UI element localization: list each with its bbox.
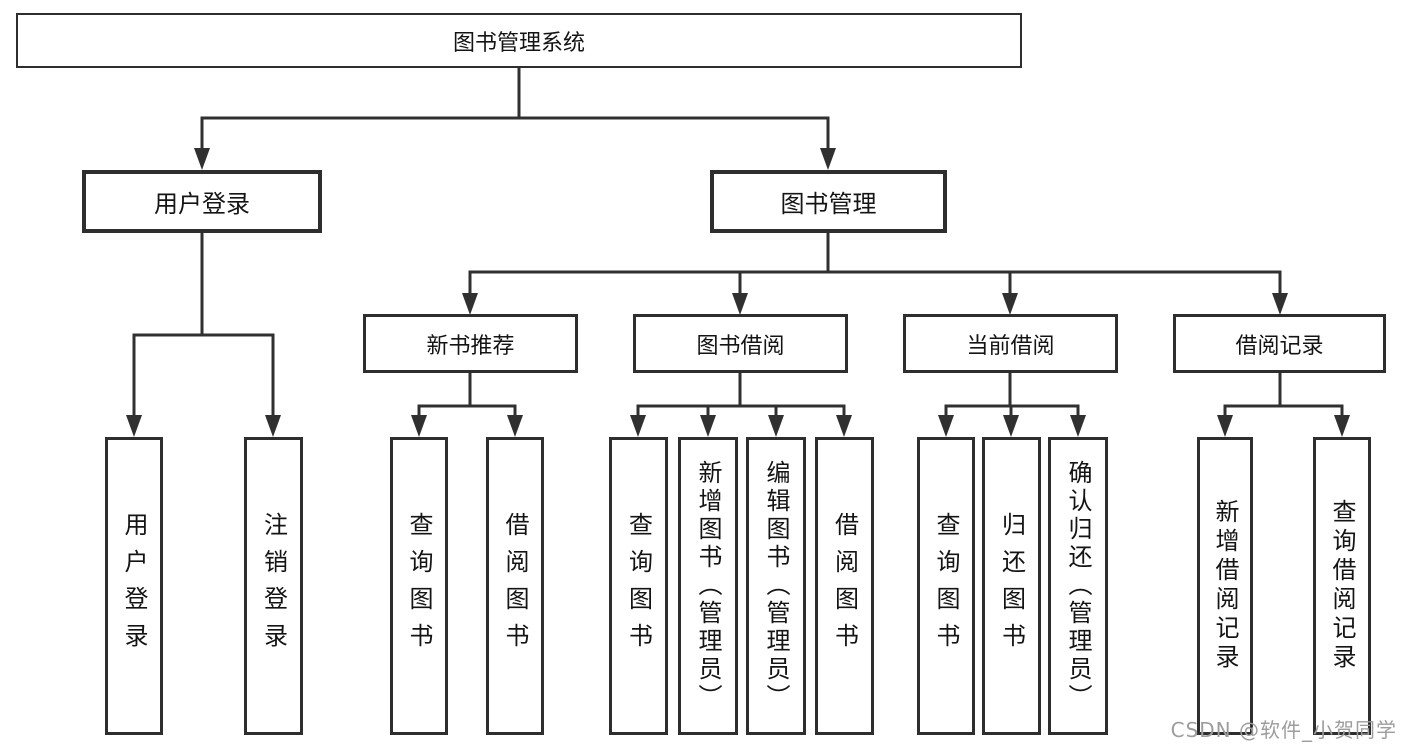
node-book-management: 图书管理 xyxy=(710,170,947,233)
leaf-edit-book-admin: 编辑图书（管理员） xyxy=(746,437,806,735)
leaf-user-login: 用户登录 xyxy=(105,437,163,735)
node-user-login: 用户登录 xyxy=(82,170,322,233)
leaf-add-borrowing-record: 新增借阅记录 xyxy=(1197,437,1253,735)
leaf-borrow-books: 借阅图书 xyxy=(815,437,874,735)
leaf-query-books-current: 查询图书 xyxy=(917,437,975,735)
connector-segments xyxy=(132,68,1344,418)
node-new-book-recommendation: 新书推荐 xyxy=(363,314,578,373)
node-book-borrowing: 图书借阅 xyxy=(633,314,848,373)
leaf-borrow-books-recommend: 借阅图书 xyxy=(486,437,544,735)
connector-arrows xyxy=(126,148,1350,437)
leaf-query-borrowing-record: 查询借阅记录 xyxy=(1313,437,1371,735)
leaf-query-books-recommend: 查询图书 xyxy=(390,437,448,735)
leaf-confirm-return-admin: 确认归还（管理员） xyxy=(1048,437,1108,735)
node-library-management-system: 图书管理系统 xyxy=(16,13,1022,68)
csdn-watermark: CSDN @软件_小贺同学 xyxy=(1170,718,1397,742)
leaf-add-book-admin: 新增图书（管理员） xyxy=(678,437,738,735)
node-borrowing-records: 借阅记录 xyxy=(1173,314,1386,373)
leaf-logout: 注销登录 xyxy=(244,437,303,735)
leaf-return-books: 归还图书 xyxy=(982,437,1041,735)
leaf-query-books-borrow: 查询图书 xyxy=(609,437,668,735)
node-current-borrowing: 当前借阅 xyxy=(903,314,1118,373)
